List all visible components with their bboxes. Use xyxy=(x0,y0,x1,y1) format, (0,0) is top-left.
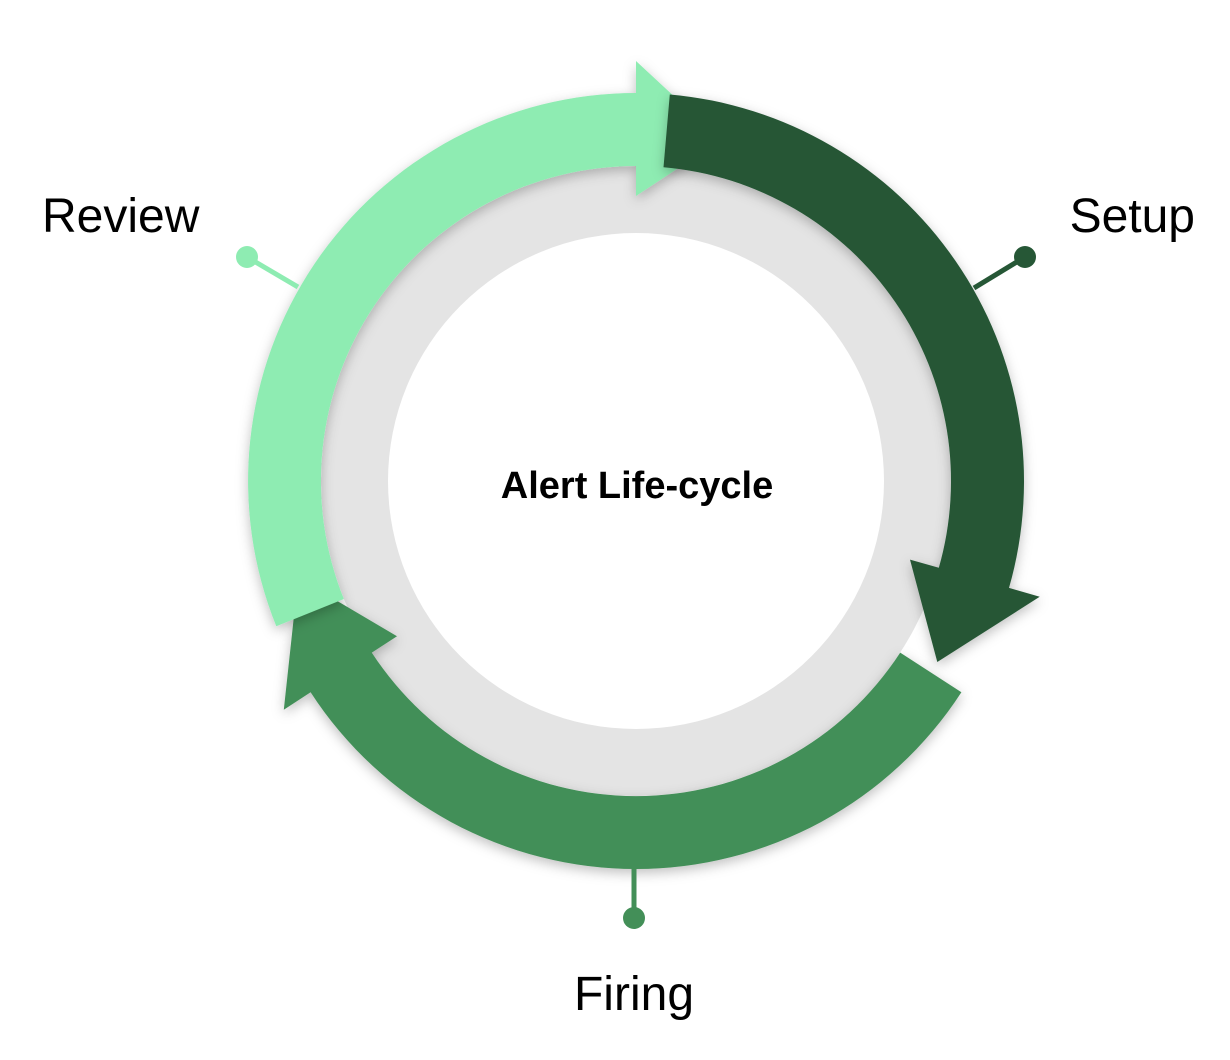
stage-label-setup: Setup xyxy=(1070,190,1195,243)
setup-arc-arrow xyxy=(663,94,1040,662)
review-arc-arrow xyxy=(248,61,721,627)
firing-leader xyxy=(623,866,645,929)
review-leader-dot xyxy=(236,246,258,268)
setup-leader xyxy=(972,246,1036,291)
cycle-arrows xyxy=(248,61,1040,869)
firing-arc-arrow xyxy=(283,577,962,869)
setup-leader-dot xyxy=(1014,246,1036,268)
firing-leader-dot xyxy=(623,907,645,929)
review-leader xyxy=(236,246,300,290)
diagram-title: Alert Life-cycle xyxy=(501,465,773,507)
stage-label-firing: Firing xyxy=(574,968,694,1021)
stage-label-review: Review xyxy=(42,190,200,243)
center-disc xyxy=(388,233,884,729)
